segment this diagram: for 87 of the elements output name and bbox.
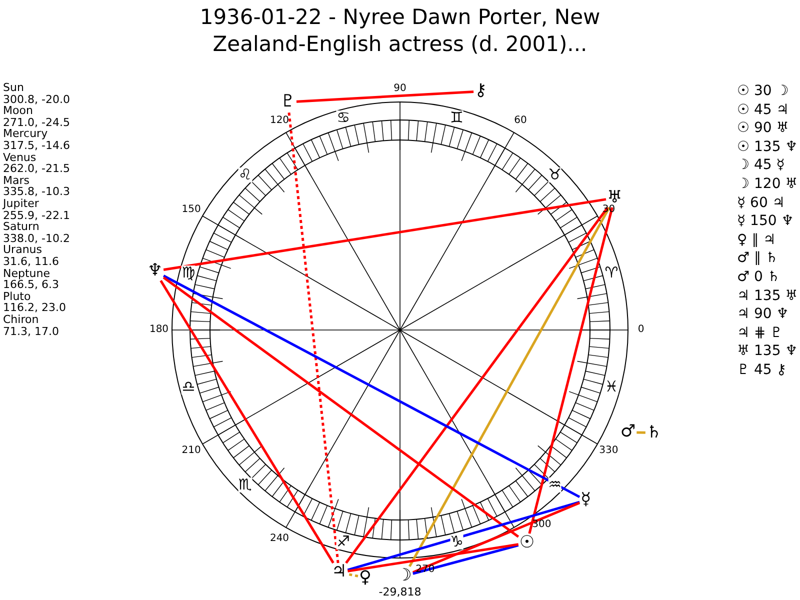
- aspect-entry: ♃ 90 ♆: [737, 307, 789, 322]
- zodiac-sign: ♍: [182, 266, 196, 281]
- zodiac-sign: ♐: [336, 534, 350, 550]
- aspect-line: [160, 280, 334, 564]
- aspect-line: [163, 274, 580, 498]
- degree-label: 120: [270, 116, 290, 126]
- planet-name: Saturn: [3, 221, 40, 232]
- planet-glyph: ♃: [331, 564, 347, 581]
- degree-label: 30: [602, 204, 616, 214]
- planet-coordinates: 166.5, 6.3: [3, 279, 59, 290]
- planet-glyph: ☉: [519, 534, 535, 552]
- degree-label: 240: [270, 534, 290, 544]
- planet-name: Jupiter: [3, 198, 39, 209]
- zodiac-sign: ♉: [548, 168, 562, 183]
- planet-coordinates: 300.8, -20.0: [3, 94, 70, 105]
- aspect-line: [296, 90, 474, 103]
- planet-coordinates: 338.0, -10.2: [3, 232, 70, 244]
- degree-label: 180: [149, 325, 169, 335]
- aspect-line: [348, 543, 519, 572]
- aspect-entry: ☉ 30 ☽: [737, 84, 789, 98]
- planet-name: Mars: [3, 174, 30, 186]
- aspect-line: [288, 111, 340, 564]
- degree-label: 150: [182, 204, 201, 214]
- aspect-entry: ♃ ⋕ ♇: [737, 326, 783, 340]
- zodiac-sign: ♏: [238, 477, 252, 492]
- degree-label: 0: [638, 325, 644, 335]
- planet-name: Venus: [3, 152, 36, 163]
- planet-glyph: ♀: [358, 569, 372, 586]
- zodiac-sign: ♑: [450, 534, 464, 550]
- planet-name: Moon: [3, 105, 33, 116]
- planet-name: Sun: [3, 82, 24, 93]
- planet-glyph: ♂: [620, 424, 636, 441]
- planet-name: Chiron: [3, 314, 39, 325]
- planet-name: Uranus: [3, 244, 42, 256]
- planet-coordinates: 255.9, -22.1: [3, 210, 70, 221]
- aspect-entry: ♀ ∥ ♃: [737, 232, 776, 247]
- aspect-line: [636, 431, 646, 434]
- aspect-entry: ♂ ∥ ♄: [737, 251, 778, 266]
- degree-label: 300: [532, 520, 552, 530]
- planet-coordinates: 31.6, 11.6: [3, 256, 59, 267]
- zodiac-sign: ♒: [548, 477, 562, 492]
- aspect-entry: ☉ 135 ♆: [737, 140, 798, 154]
- aspect-entry: ☿ 150 ♆: [737, 214, 794, 228]
- degree-label: 90: [394, 84, 406, 94]
- aspect-line: [528, 207, 614, 534]
- zodiac-sign: ♌: [238, 168, 252, 183]
- planet-name: Neptune: [3, 268, 50, 279]
- planet-glyph: ☽: [396, 567, 412, 584]
- aspect-entry: ♃ 135 ♅: [737, 288, 798, 303]
- zodiac-sign: ♓: [604, 379, 618, 394]
- degree-label: 210: [182, 446, 201, 456]
- zodiac-sign: ♎: [182, 379, 196, 394]
- coordinate-value: -29,818: [378, 586, 422, 598]
- aspect-entry: ☽ 45 ☿: [737, 158, 785, 172]
- zodiac-sign: ♋: [336, 110, 350, 126]
- planet-coordinates: 271.0, -24.5: [3, 116, 70, 128]
- degree-label: 330: [599, 446, 618, 456]
- aspect-entry: ☽ 120 ♅: [737, 177, 798, 191]
- planet-glyph: ⚷: [474, 82, 487, 100]
- planet-coordinates: 262.0, -21.5: [3, 163, 70, 174]
- planet-glyph: ♇: [280, 94, 296, 111]
- planet-coordinates: 335.8, -10.3: [3, 186, 70, 198]
- aspect-entry: ♂ 0 ♄: [737, 270, 780, 284]
- planet-glyph: ♄: [646, 424, 662, 442]
- degree-label: 270: [416, 564, 435, 575]
- aspect-line: [347, 500, 580, 572]
- aspect-line: [408, 206, 610, 568]
- aspect-line: [412, 502, 580, 574]
- aspect-entry: ♅ 135 ♆: [737, 344, 798, 358]
- aspect-entry: ☿ 60 ♃: [737, 196, 785, 210]
- aspect-entry: ☉ 45 ♃: [737, 102, 789, 117]
- planet-name: Mercury: [3, 128, 48, 140]
- chart-title: 1936-01-22 - Nyree Dawn Porter, New Zealand-English actress (d. 2001)...: [198, 4, 602, 58]
- aspect-line: [345, 206, 609, 564]
- planet-glyph: ☿: [580, 492, 591, 509]
- aspect-line: [347, 572, 358, 578]
- planet-coordinates: 317.5, -14.6: [3, 140, 70, 151]
- aspect-line: [162, 276, 520, 538]
- aspect-line: [412, 544, 519, 575]
- planet-coordinates: 71.3, 17.0: [3, 326, 59, 337]
- planet-glyph: ♆: [147, 262, 163, 280]
- planet-coordinates: 116.2, 23.0: [3, 302, 66, 314]
- aspect-entry: ♇ 45 ⚷: [737, 363, 787, 377]
- aspect-entry: ☉ 90 ♅: [737, 121, 789, 136]
- degree-label: 60: [514, 116, 527, 126]
- aspect-line: [163, 198, 606, 272]
- planet-name: Pluto: [3, 290, 31, 302]
